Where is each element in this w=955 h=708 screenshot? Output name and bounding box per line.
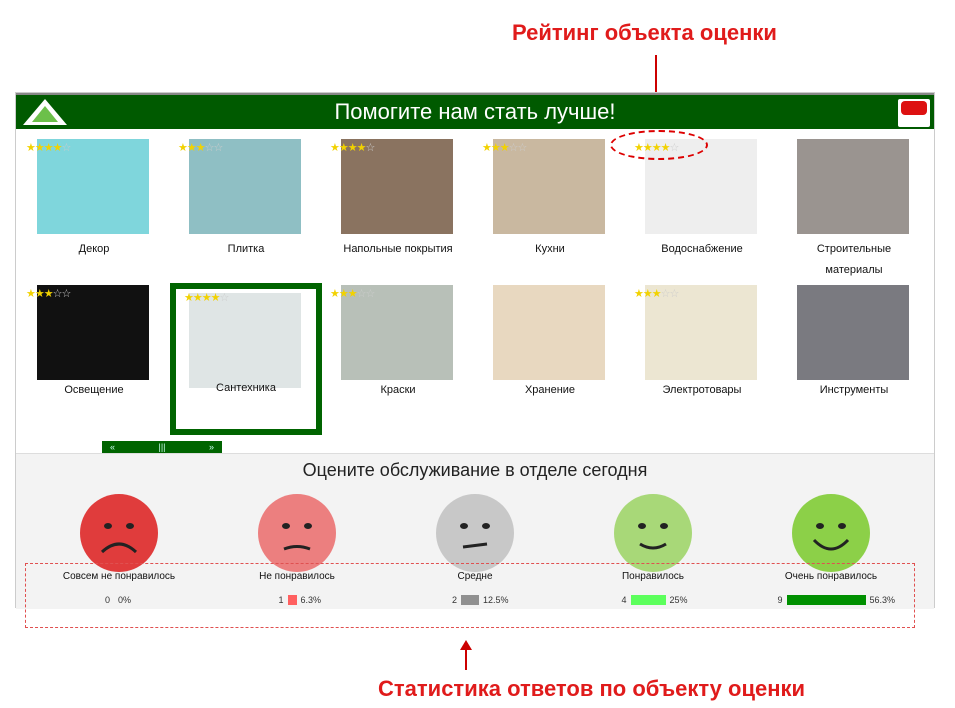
category-label: Строительные материалы bbox=[816, 243, 892, 276]
category-tile[interactable]: ★★★★☆ Сантехника bbox=[170, 283, 322, 435]
face-label: Понравилось bbox=[621, 571, 684, 582]
category-tile[interactable]: ★★★☆☆ Освещение bbox=[18, 285, 170, 435]
response-count: 2 bbox=[452, 595, 458, 605]
response-count: 4 bbox=[621, 595, 627, 605]
page-title: Помогите нам стать лучше! bbox=[334, 99, 616, 124]
category-tile[interactable]: ★★★☆☆ Электротовары bbox=[626, 285, 778, 435]
category-label: Кухни bbox=[535, 243, 565, 255]
response-bar bbox=[287, 595, 297, 605]
category-image bbox=[341, 139, 453, 234]
category-tile[interactable]: ★★★☆☆ Краски bbox=[322, 285, 474, 435]
category-image bbox=[37, 139, 149, 234]
response-percent: 12.5% bbox=[483, 595, 509, 605]
category-label: Краски bbox=[380, 384, 416, 396]
response-percent: 56.3% bbox=[869, 595, 896, 605]
category-tile[interactable]: ★★★☆☆ Кухни bbox=[474, 139, 626, 279]
rating-title: Оцените обслуживание в отделе сегодня bbox=[302, 460, 648, 480]
category-tile[interactable]: Инструменты bbox=[778, 285, 930, 435]
category-label: Декор bbox=[78, 243, 110, 255]
rating-stars: ★★★☆☆ bbox=[26, 288, 71, 300]
header: Помогите нам стать лучше! bbox=[16, 93, 934, 129]
category-image bbox=[189, 293, 301, 388]
category-image bbox=[797, 285, 909, 380]
rating-stars: ★★★★☆ bbox=[330, 142, 375, 154]
category-tile[interactable]: ★★★☆☆ Плитка bbox=[170, 139, 322, 279]
response-stat: 0 0% bbox=[105, 595, 131, 605]
face-button-3[interactable] bbox=[436, 494, 514, 572]
leroy-merlin-logo bbox=[22, 98, 68, 126]
category-image bbox=[797, 139, 909, 234]
category-label: Инструменты bbox=[819, 384, 889, 396]
category-tile[interactable]: Хранение bbox=[474, 285, 626, 435]
stats-highlight bbox=[25, 563, 915, 628]
category-tile[interactable]: Строительные материалы bbox=[778, 139, 930, 279]
face-label: Очень понравилось bbox=[784, 571, 878, 582]
category-label: Плитка bbox=[227, 243, 265, 255]
category-label: Напольные покрытия bbox=[343, 243, 453, 255]
category-label: Сантехника bbox=[216, 382, 276, 394]
category-tile[interactable]: ★★★★☆ Декор bbox=[18, 139, 170, 279]
category-image bbox=[645, 285, 757, 380]
stats-annotation: Статистика ответов по объекту оценки bbox=[378, 676, 806, 701]
face-button-4[interactable] bbox=[614, 494, 692, 572]
rating-stars: ★★★★☆ bbox=[26, 142, 71, 154]
category-image bbox=[493, 139, 605, 234]
rating-stars: ★★★☆☆ bbox=[482, 142, 527, 154]
rating-stars: ★★★★☆ bbox=[184, 292, 229, 304]
category-image bbox=[189, 139, 301, 234]
category-scrollbar[interactable]: « ||| » bbox=[102, 441, 222, 453]
scroll-handle[interactable]: ||| bbox=[158, 442, 166, 452]
rating-stars: ★★★☆☆ bbox=[178, 142, 223, 154]
response-stat: 2 12.5% bbox=[452, 595, 509, 605]
stats-arrow bbox=[460, 640, 472, 670]
rating-stars: ★★★☆☆ bbox=[634, 288, 679, 300]
face-label: Средне bbox=[457, 571, 493, 582]
category-label: Освещение bbox=[64, 384, 124, 396]
category-tile[interactable]: ★★★★☆ Напольные покрытия bbox=[322, 139, 474, 279]
response-count: 0 bbox=[105, 595, 111, 605]
category-tile[interactable]: ★★★★☆ Водоснабжение bbox=[626, 139, 778, 279]
category-image bbox=[493, 285, 605, 380]
face-button-2[interactable] bbox=[258, 494, 336, 572]
category-image bbox=[37, 285, 149, 380]
response-percent: 6.3% bbox=[300, 595, 322, 605]
rating-stars: ★★★☆☆ bbox=[330, 288, 375, 300]
response-stat: 9 56.3% bbox=[777, 595, 896, 605]
response-bar bbox=[461, 595, 480, 605]
face-button-1[interactable] bbox=[80, 494, 158, 572]
category-label: Хранение bbox=[524, 384, 576, 396]
face-label: Не понравилось bbox=[259, 571, 335, 582]
rating-highlight bbox=[610, 130, 708, 160]
scroll-left-button[interactable]: « bbox=[110, 442, 116, 452]
rating-stars: ★★★★☆ bbox=[634, 142, 679, 154]
response-percent: 0% bbox=[118, 595, 132, 605]
response-stat: 1 6.3% bbox=[278, 595, 322, 605]
response-bar bbox=[786, 595, 866, 605]
response-count: 9 bbox=[777, 595, 783, 605]
survey-app: Помогите нам стать лучше! ★★★★☆ Декор ★★★☆… bbox=[15, 92, 935, 609]
scroll-right-button[interactable]: » bbox=[208, 442, 214, 452]
partner-logo bbox=[898, 99, 930, 127]
category-image bbox=[341, 285, 453, 380]
face-label: Совсем не понравилось bbox=[62, 571, 176, 582]
category-label: Водоснабжение bbox=[661, 243, 743, 255]
response-bar bbox=[630, 595, 666, 605]
rating-panel: Оцените обслуживание в отделе сегодня Со… bbox=[16, 453, 934, 609]
face-button-5[interactable] bbox=[792, 494, 870, 572]
rating-annotation: Рейтинг объекта оценки bbox=[512, 20, 777, 45]
response-percent: 25% bbox=[669, 595, 688, 605]
response-stat: 4 25% bbox=[622, 595, 688, 605]
category-label: Электротовары bbox=[662, 384, 742, 396]
response-count: 1 bbox=[278, 595, 284, 605]
